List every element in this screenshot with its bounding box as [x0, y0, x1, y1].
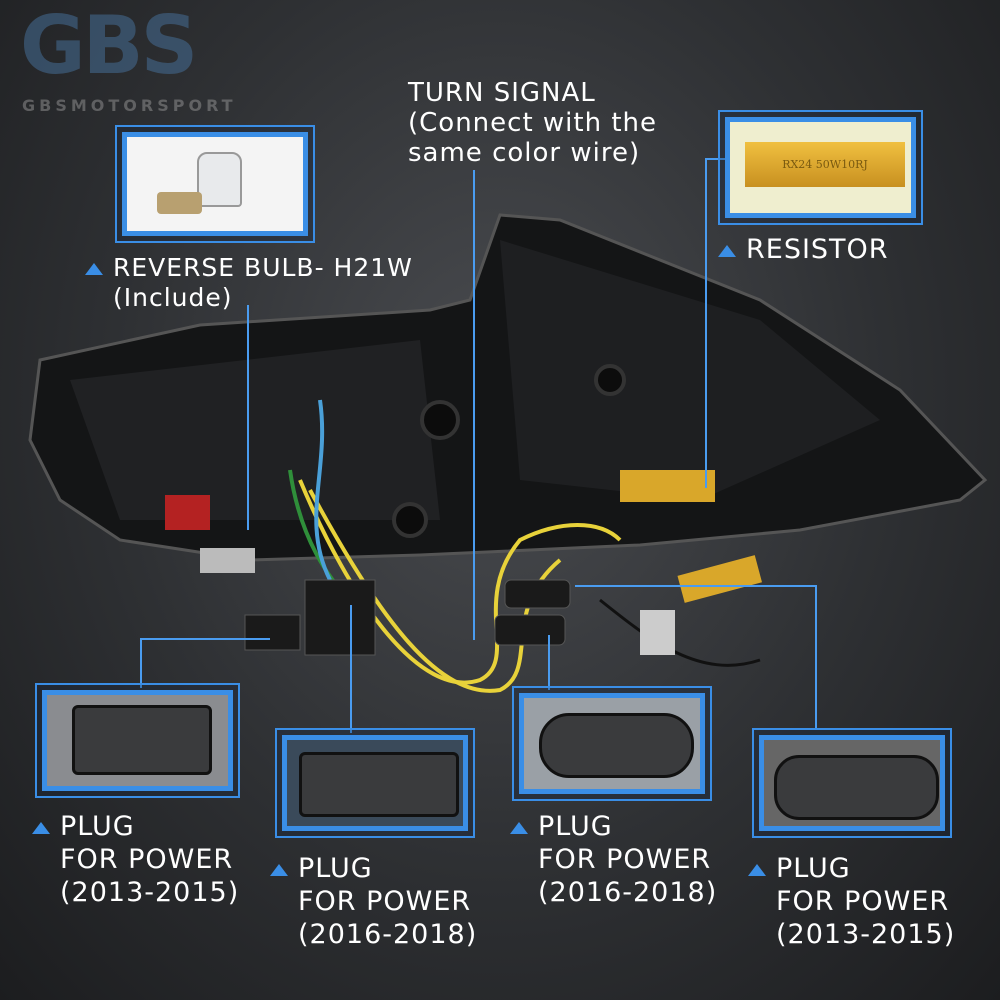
- plug3-image: [539, 713, 694, 778]
- chevron-up-icon: [718, 244, 736, 257]
- watermark-text: GBSMOTORSPORT: [22, 96, 237, 115]
- plug1-image: [72, 705, 212, 775]
- reverse-bulb-note: (Include): [113, 283, 233, 312]
- resistor-line: [705, 158, 707, 488]
- plug4-line-horizontal: [575, 585, 815, 587]
- chevron-up-icon: [270, 863, 288, 876]
- plug3-callout: [512, 686, 712, 801]
- resistor-label: RESISTOR: [718, 233, 889, 266]
- plug1-line-horizontal: [140, 638, 270, 640]
- resistor-callout: RX24 50W10RJ: [718, 110, 923, 225]
- plug1-line: [140, 638, 142, 688]
- resistor-line-stub: [705, 158, 725, 160]
- reverse-bulb-title: REVERSE BULB- H21W: [113, 253, 413, 282]
- reverse-bulb-callout: [115, 125, 315, 243]
- plug3-label: PLUG FOR POWER(2016-2018): [510, 810, 717, 909]
- plug2-callout: [275, 728, 475, 838]
- chevron-up-icon: [510, 821, 528, 834]
- plug4-label: PLUG FOR POWER(2013-2015): [748, 852, 955, 951]
- resistor-on-light: [620, 470, 715, 502]
- reverse-bulb-label: REVERSE BULB- H21W (Include): [85, 253, 413, 313]
- turn-signal-line: [473, 170, 475, 640]
- plug1-label: PLUG FOR POWER(2013-2015): [32, 810, 239, 909]
- plug4-image: [774, 755, 939, 820]
- chevron-up-icon: [32, 821, 50, 834]
- plug2-label: PLUG FOR POWER(2016-2018): [270, 852, 477, 951]
- bulb-icon: [197, 152, 242, 207]
- plug4-callout: [752, 728, 952, 838]
- plug2-image: [299, 752, 459, 817]
- resistor-title: RESISTOR: [746, 234, 889, 265]
- plug2-line: [350, 605, 352, 733]
- bulb-base: [157, 192, 202, 214]
- chevron-up-icon: [85, 263, 103, 275]
- turn-signal-line1: TURN SIGNAL: [408, 78, 596, 108]
- plug1-callout: [35, 683, 240, 798]
- chevron-up-icon: [748, 863, 766, 876]
- turn-signal-line2: (Connect with the: [408, 108, 658, 138]
- reverse-bulb-line: [247, 305, 249, 530]
- plug3-line: [548, 635, 550, 690]
- turn-signal-line3: same color wire): [408, 138, 641, 168]
- plug4-line: [815, 585, 817, 730]
- resistor-image: RX24 50W10RJ: [745, 142, 905, 187]
- watermark-logo: GBS: [20, 0, 198, 92]
